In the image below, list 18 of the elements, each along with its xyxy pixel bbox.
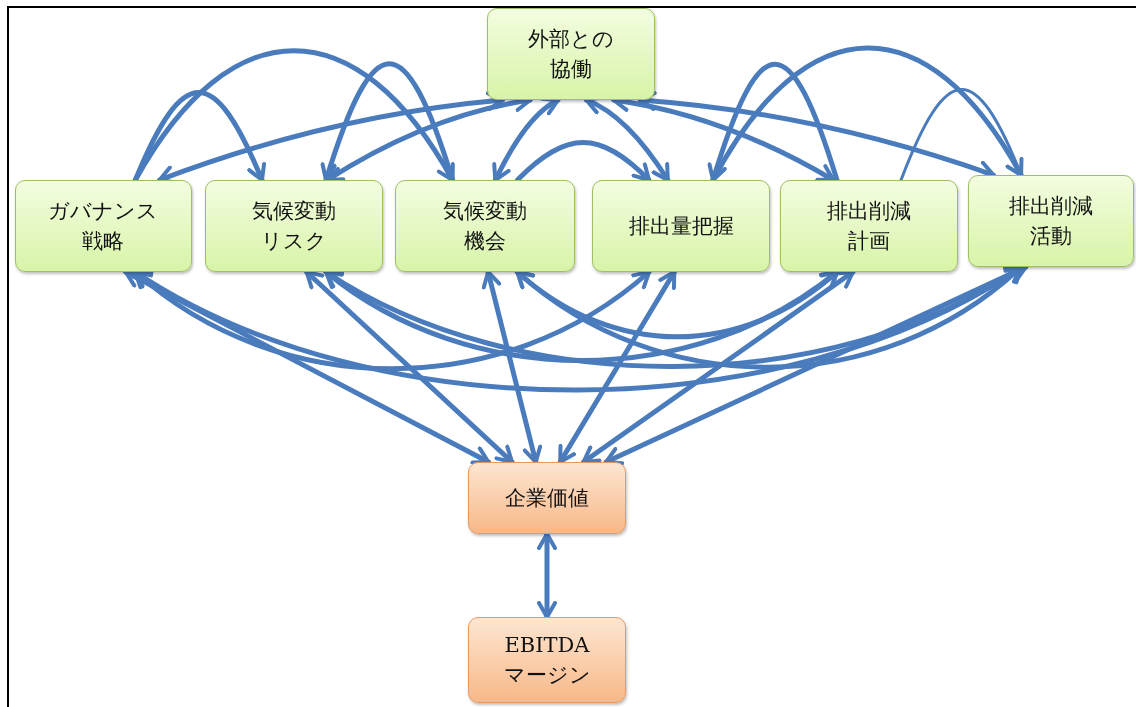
node-label: 排出削減活動 [1008, 192, 1094, 250]
process-box [780, 180, 958, 272]
node-label: 排出量把握 [628, 212, 734, 240]
process-box [15, 180, 192, 272]
node-label: ガバナンス戦略 [47, 197, 160, 255]
process-box [395, 180, 575, 272]
process-box [968, 175, 1134, 267]
process-box [205, 180, 383, 272]
process-box [468, 617, 626, 703]
node-label: 気候変動リスク [251, 197, 337, 255]
process-box [468, 462, 626, 534]
node-label: 外部との協働 [527, 25, 615, 83]
node-label: EBITDA マージン [502, 631, 592, 689]
node-label: 気候変動機会 [442, 197, 528, 255]
process-box [592, 180, 770, 272]
node-label: 排出削減計画 [826, 197, 912, 255]
process-box [487, 8, 655, 100]
node-label: 企業価値 [505, 484, 589, 512]
